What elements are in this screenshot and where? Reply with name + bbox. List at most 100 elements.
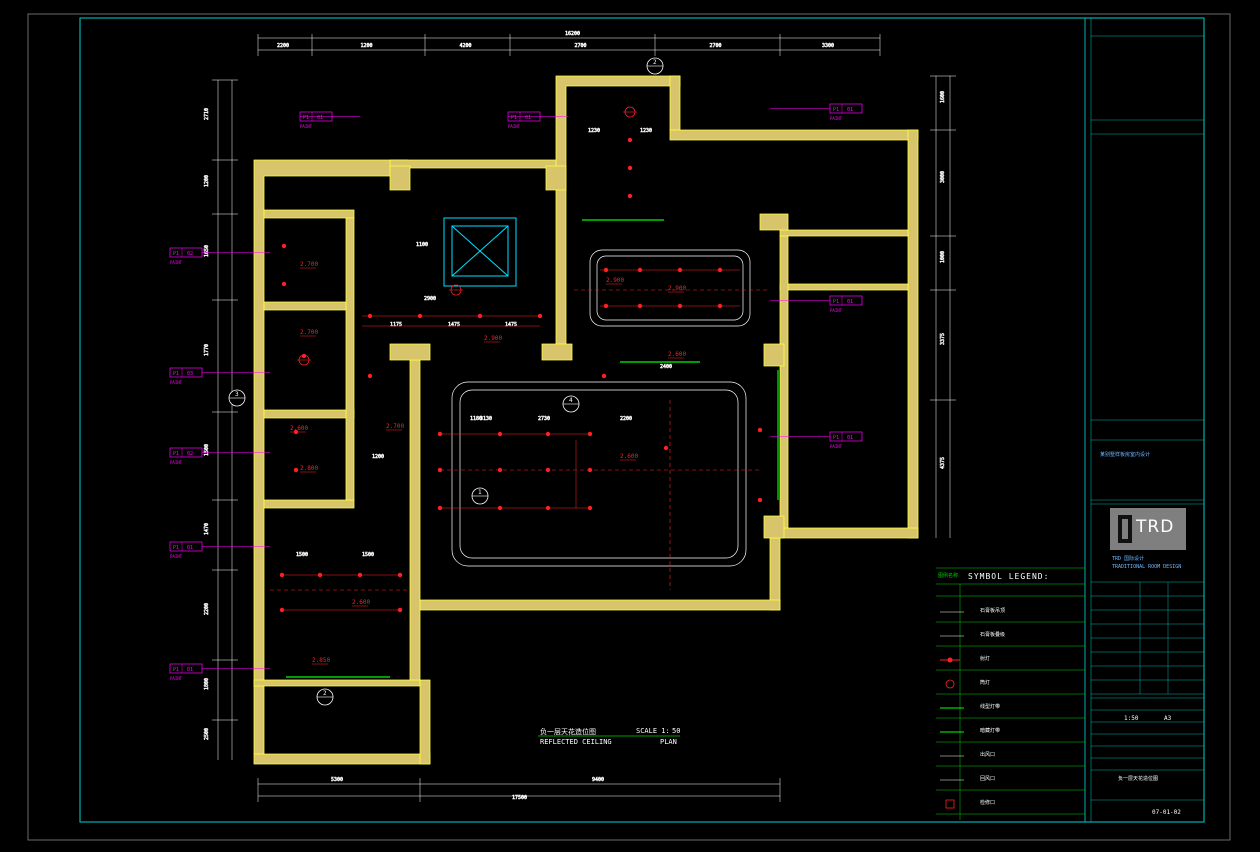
- interior-dim: 1100: [416, 242, 428, 248]
- material-tag-p1: P1: [173, 451, 179, 457]
- material-tag-p1: P1: [511, 115, 517, 121]
- left-dim: 1500: [204, 444, 210, 456]
- interior-dim: 1475: [505, 322, 517, 328]
- light-fixture: [627, 165, 633, 171]
- overall-bottom-dim: 17500: [512, 795, 527, 801]
- top-dim: 4200: [460, 43, 472, 49]
- legend-symbol-downlight: [945, 679, 955, 689]
- overall-top-dim: 16200: [565, 31, 580, 37]
- left-dim: 1650: [204, 245, 210, 257]
- tb-drawing-no: 07-01-02: [1152, 809, 1181, 816]
- light-fixture: [293, 467, 299, 473]
- material-tag-code: 03: [187, 371, 193, 377]
- material-tag-code: 02: [187, 451, 193, 457]
- material-tag-note: PAINT: [300, 124, 313, 129]
- inner-frame: [79, 17, 1205, 823]
- legend-col-header: 图例名称: [938, 573, 959, 579]
- top-dim: 1200: [361, 43, 373, 49]
- interior-dim: 2900: [424, 296, 436, 302]
- light-fixture: [545, 467, 551, 473]
- material-tag-code: 01: [187, 667, 193, 673]
- interior-dim: 2730: [538, 416, 550, 422]
- top-dim: 2700: [575, 43, 587, 49]
- material-tag-p1: P1: [173, 371, 179, 377]
- material-tag-note: PAINT: [830, 444, 843, 449]
- legend-item-label: 筒灯: [980, 680, 991, 686]
- light-fixture: [497, 467, 503, 473]
- right-dim: 1600: [940, 91, 946, 103]
- elevation-value: 2.900: [484, 335, 502, 342]
- left-dim: 2200: [204, 603, 210, 615]
- light-fixture: [627, 193, 633, 199]
- left-dim: 2500: [204, 728, 210, 740]
- material-tag-p1: P1: [173, 545, 179, 551]
- interior-dim: 1500: [362, 552, 374, 558]
- elevation-value: 2.700: [300, 261, 318, 268]
- interior-dim: 1500: [296, 552, 308, 558]
- material-tag-note: PAINT: [170, 554, 183, 559]
- tb-drawing-name: 负一层天花造位图: [1118, 776, 1159, 782]
- material-tag-note: PAINT: [170, 380, 183, 385]
- plan-title-cn: 负一层天花造位图: [540, 728, 596, 736]
- elevation-value: 2.800: [300, 465, 318, 472]
- elevation-value: 2.900: [606, 277, 624, 284]
- plan-title-en2: PLAN: [660, 738, 677, 746]
- elevation-value: 2.600: [290, 425, 308, 432]
- windows: [286, 219, 779, 678]
- light-fixture: [301, 353, 307, 359]
- material-tag-note: PAINT: [170, 460, 183, 465]
- plan-scale-value: 50: [672, 727, 681, 735]
- bottom-dim: 9400: [592, 777, 604, 783]
- section-marker-number: 4: [569, 397, 573, 404]
- interior-dim: 1475: [448, 322, 460, 328]
- building-walls: [253, 75, 919, 765]
- interior-dim: 1230: [640, 128, 652, 134]
- ceiling-coffer-small: [589, 249, 751, 327]
- material-tag-p1: P1: [173, 251, 179, 257]
- left-dim: 2710: [204, 108, 210, 120]
- material-tag-code: 01: [317, 115, 323, 121]
- legend-symbol-access: [945, 799, 955, 809]
- light-fixture: [601, 373, 607, 379]
- legend-item-label: 石膏板吊顶: [980, 608, 1006, 614]
- elevator-shaft: [443, 217, 517, 287]
- legend-item-label: 石膏板叠级: [980, 632, 1006, 638]
- material-tag-code: 01: [525, 115, 531, 121]
- legend-title: SYMBOL LEGEND:: [968, 572, 1050, 581]
- symbol-legend: [936, 567, 1085, 820]
- elevation-value: 2.850: [312, 657, 330, 664]
- light-grid-lines: [280, 269, 740, 611]
- section-marker-number: 2: [323, 690, 327, 697]
- light-fixture: [627, 137, 633, 143]
- tb-company-en: TRADITIONAL ROOM DESIGN: [1112, 564, 1182, 570]
- material-tag-p1: P1: [833, 299, 839, 305]
- material-tag-code: 02: [187, 251, 193, 257]
- top-dim: 3300: [822, 43, 834, 49]
- material-tag-note: PAINT: [170, 676, 183, 681]
- interior-dim: 1175: [390, 322, 402, 328]
- light-fixture: [437, 467, 443, 473]
- top-dim: 2700: [710, 43, 722, 49]
- light-fixture: [757, 497, 763, 503]
- light-fixture: [281, 281, 287, 287]
- interior-dim: 3130: [480, 416, 492, 422]
- center-lines: [270, 289, 770, 591]
- material-tag-note: PAINT: [830, 308, 843, 313]
- light-fixture: [587, 467, 593, 473]
- interior-dim: 1230: [588, 128, 600, 134]
- legend-item-label: 回风口: [980, 776, 996, 782]
- light-fixture: [663, 445, 669, 451]
- material-tag-note: PAINT: [508, 124, 521, 129]
- right-dim: 4375: [940, 457, 946, 469]
- section-marker-number: 1: [478, 489, 482, 496]
- elevation-value: 2.600: [620, 453, 638, 460]
- right-dim: 3000: [940, 171, 946, 183]
- elevation-value: 2.700: [300, 329, 318, 336]
- light-fixtures: [279, 106, 763, 613]
- material-tag-p1: P1: [303, 115, 309, 121]
- elevation-value: 2.600: [352, 599, 370, 606]
